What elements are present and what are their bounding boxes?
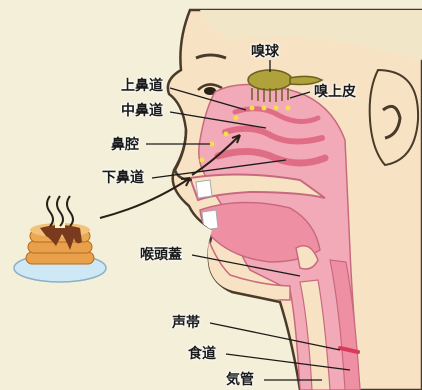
label-middle-meatus: 中鼻道	[121, 103, 163, 119]
label-nasal-cavity: 鼻腔	[111, 137, 139, 153]
label-superior-meatus: 上鼻道	[121, 78, 163, 94]
label-epiglottis: 喉頭蓋	[140, 247, 182, 263]
pancake-icon	[14, 222, 106, 282]
steam-icon	[47, 196, 73, 226]
upper-teeth	[196, 180, 212, 198]
label-olfactory-epithelium: 嗅上皮	[314, 84, 356, 100]
label-inferior-meatus: 下鼻道	[102, 170, 144, 186]
label-vocal-cords: 声帯	[172, 315, 200, 331]
label-esophagus: 食道	[188, 346, 216, 362]
label-olfactory-bulb: 嗅球	[251, 44, 279, 60]
lower-teeth	[202, 210, 218, 230]
label-trachea: 気管	[226, 372, 254, 388]
